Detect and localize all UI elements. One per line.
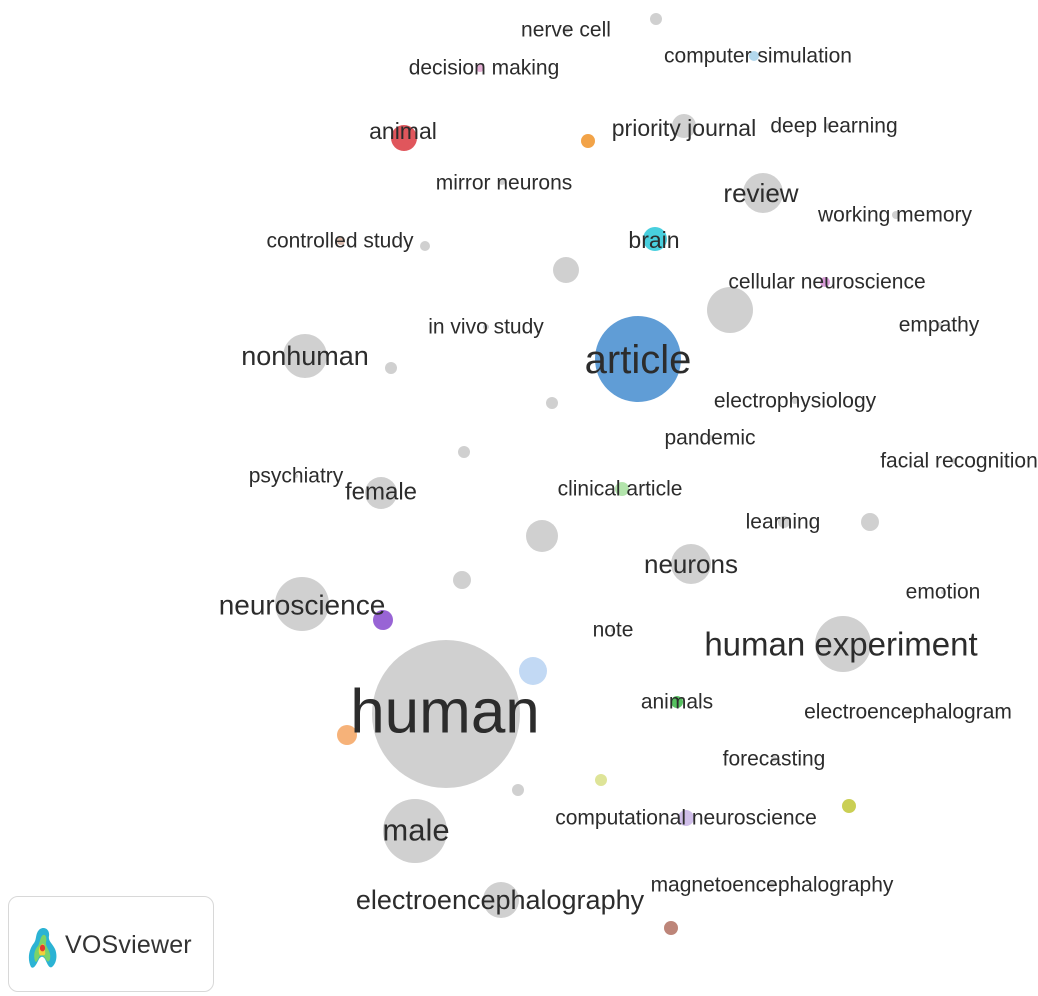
mirror-neurons-node[interactable] — [499, 179, 505, 185]
in-vivo-study-node[interactable] — [483, 324, 489, 330]
priority-journal-node[interactable] — [672, 114, 696, 138]
facial-recognition-label[interactable]: facial recognition — [880, 450, 1038, 473]
decision-making-label[interactable]: decision making — [409, 57, 560, 80]
brain-node[interactable] — [643, 227, 667, 251]
node-grey-5[interactable] — [546, 397, 558, 409]
article-label[interactable]: article — [585, 338, 692, 382]
emotion-label[interactable]: emotion — [906, 581, 981, 604]
electroencephalography-label[interactable]: electroencephalography — [356, 885, 645, 915]
node-grey-9[interactable] — [453, 571, 471, 589]
human-experiment-node[interactable] — [815, 616, 871, 672]
node-grey-3[interactable] — [707, 287, 753, 333]
computational-neuroscience-node[interactable] — [678, 810, 694, 826]
computer-simulation-node[interactable] — [749, 51, 759, 61]
male-node[interactable] — [383, 799, 447, 863]
note-label[interactable]: note — [593, 619, 634, 642]
female-label[interactable]: female — [345, 479, 417, 506]
node-orange-1[interactable] — [581, 134, 595, 148]
psychiatry-node[interactable] — [294, 474, 298, 478]
article-node[interactable] — [595, 316, 681, 402]
female-node[interactable] — [365, 477, 397, 509]
node-grey-6[interactable] — [458, 446, 470, 458]
emotion-node[interactable] — [941, 590, 945, 594]
animals-node[interactable] — [671, 696, 683, 708]
node-yellow-1[interactable] — [595, 774, 607, 786]
node-grey-2[interactable] — [553, 257, 579, 283]
magnetoencephalography-label[interactable]: magnetoencephalography — [651, 874, 894, 897]
node-grey-7[interactable] — [861, 513, 879, 531]
node-grey-8[interactable] — [526, 520, 558, 552]
node-lightblue[interactable] — [519, 657, 547, 685]
nerve-cell-node[interactable] — [564, 27, 570, 33]
vosviewer-brand-panel: VOSviewer — [8, 896, 214, 992]
controlled-study-node[interactable] — [337, 237, 345, 245]
node-yellow-2[interactable] — [842, 799, 856, 813]
mirror-neurons-label[interactable]: mirror neurons — [436, 172, 573, 195]
facial-recognition-node[interactable] — [951, 458, 957, 464]
forecasting-node[interactable] — [771, 756, 777, 762]
electroencephalogram-label[interactable]: electroencephalogram — [804, 701, 1012, 724]
electroencephalogram-node[interactable] — [905, 709, 911, 715]
node-grey-4[interactable] — [385, 362, 397, 374]
nerve-cell-label[interactable]: nerve cell — [521, 19, 611, 42]
neurons-node[interactable] — [671, 544, 711, 584]
node-purple[interactable] — [373, 610, 393, 630]
in-vivo-study-label[interactable]: in vivo study — [428, 316, 544, 339]
vosviewer-logo-icon — [28, 927, 57, 968]
node-orange-2[interactable] — [337, 725, 357, 745]
animal-node[interactable] — [391, 125, 417, 151]
node-brown[interactable] — [664, 921, 678, 935]
neuroscience-label[interactable]: neuroscience — [219, 590, 386, 621]
psychiatry-label[interactable]: psychiatry — [249, 465, 344, 488]
empathy-label[interactable]: empathy — [899, 314, 980, 337]
electrophysiology-label[interactable]: electrophysiology — [714, 390, 877, 413]
cellular-neuroscience-label[interactable]: cellular neuroscience — [728, 271, 925, 294]
electroencephalography-node[interactable] — [483, 882, 519, 918]
clinical-article-node[interactable] — [615, 482, 629, 496]
pandemic-label[interactable]: pandemic — [664, 427, 755, 450]
node-grey-10[interactable] — [512, 784, 524, 796]
priority-journal-label[interactable]: priority journal — [612, 115, 756, 141]
animals-label[interactable]: animals — [641, 691, 713, 714]
note-node[interactable] — [611, 628, 615, 632]
term-nodes-layer — [275, 13, 957, 935]
review-node[interactable] — [743, 173, 783, 213]
magnetoencephalography-node[interactable] — [769, 882, 775, 888]
nonhuman-node[interactable] — [283, 334, 327, 378]
node-grey-11[interactable] — [420, 241, 430, 251]
computer-simulation-label[interactable]: computer simulation — [664, 45, 852, 68]
vosviewer-brand-name: VOSviewer — [65, 931, 192, 959]
learning-node[interactable] — [778, 516, 790, 528]
human-node[interactable] — [372, 640, 520, 788]
working-memory-label[interactable]: working memory — [817, 204, 973, 227]
deep-learning-node[interactable] — [825, 123, 831, 129]
pandemic-node[interactable] — [707, 435, 713, 441]
human-label[interactable]: human — [350, 678, 540, 747]
decision-making-node[interactable] — [476, 64, 484, 72]
learning-label[interactable]: learning — [746, 511, 821, 534]
animal-label[interactable]: animal — [369, 118, 437, 144]
deep-learning-label[interactable]: deep learning — [770, 115, 897, 138]
term-labels-layer: nerve cell decision making computer simula… — [219, 19, 1038, 916]
empathy-node[interactable] — [936, 322, 942, 328]
computational-neuroscience-label[interactable]: computational neuroscience — [555, 807, 817, 830]
cellular-neuroscience-node[interactable] — [820, 277, 830, 287]
male-label[interactable]: male — [382, 813, 449, 848]
controlled-study-label[interactable]: controlled study — [266, 230, 414, 253]
neurons-label[interactable]: neurons — [644, 549, 738, 579]
electrophysiology-node[interactable] — [792, 398, 798, 404]
human-experiment-label[interactable]: human experiment — [704, 626, 977, 663]
forecasting-label[interactable]: forecasting — [723, 748, 826, 771]
working-memory-node[interactable] — [892, 211, 900, 219]
nonhuman-label[interactable]: nonhuman — [241, 341, 369, 371]
clinical-article-label[interactable]: clinical article — [558, 478, 683, 501]
review-label[interactable]: review — [723, 178, 798, 208]
brain-label[interactable]: brain — [628, 227, 679, 253]
neuroscience-node[interactable] — [275, 577, 329, 631]
node-grey-1[interactable] — [650, 13, 662, 25]
